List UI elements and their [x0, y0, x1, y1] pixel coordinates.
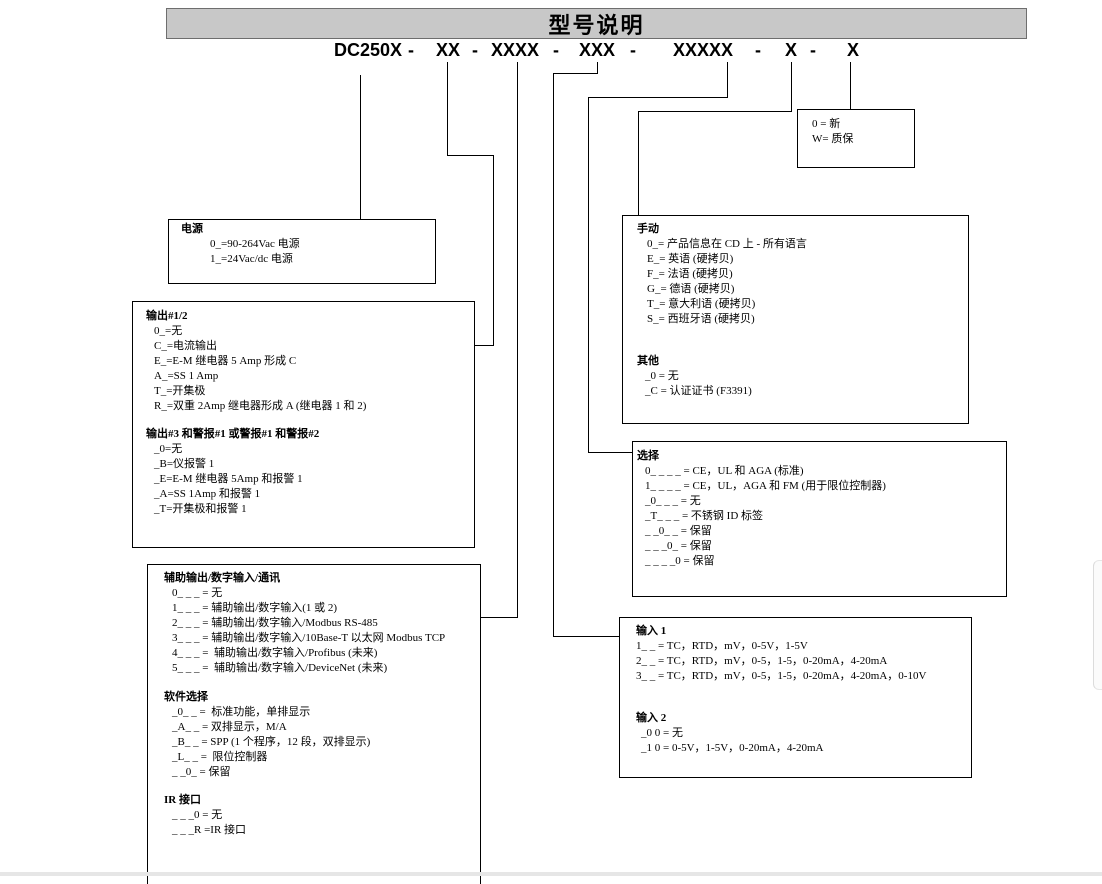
manual-heading: 手动 [637, 223, 659, 235]
software-option: _L_ _ = 限位控制器 [172, 751, 268, 763]
connector-manual [638, 62, 792, 215]
power-box: 电源 0_=90-264Vac 电源 1_=24Vac/dc 电源 [168, 219, 436, 284]
page-bottom-edge [0, 872, 1102, 876]
aux-option: 3_ _ _ = 辅助输出/数字输入/10Base-T 以太网 Modbus T… [172, 632, 446, 644]
options-heading: 选择 [637, 450, 659, 462]
power-option: 0_=90-264Vac 电源 [210, 238, 300, 250]
options-option: _ _ _ _0 = 保留 [645, 555, 715, 567]
model-code-prefix: DC250X [334, 40, 403, 60]
output3-alarm-option: _T=开集极和报警 1 [154, 503, 247, 515]
model-code-segment-outputs: XX [436, 40, 461, 60]
aux-option: 4_ _ _ = 辅助输出/数字输入/Profibus (未来) [172, 647, 378, 659]
power-option: 1_=24Vac/dc 电源 [210, 253, 293, 265]
aux-heading: 辅助输出/数字输入/通讯 [164, 572, 281, 584]
condition-option: 0 = 新 [812, 118, 841, 130]
input2-option: _1 0 = 0-5V，1-5V，0-20mA，4-20mA [641, 742, 824, 754]
output3-alarm-option: _B=仪报警 1 [154, 458, 215, 470]
options-option: _ _ _0_ = 保留 [645, 540, 712, 552]
aux-option: 2_ _ _ = 辅助输出/数字输入/Modbus RS-485 [172, 617, 378, 629]
inputs-box: 输入 1 1_ _ = TC，RTD，mV，0-5V，1-5V 2_ _ = T… [619, 617, 972, 778]
output3-alarm-option: _A=SS 1Amp 和报警 1 [154, 488, 261, 500]
model-code-separator: - [630, 40, 636, 60]
options-option: 1_ _ _ _ = CE，UL，AGA 和 FM (用于限位控制器) [645, 480, 886, 492]
options-option: _T_ _ _ = 不锈钢 ID 标签 [645, 510, 764, 522]
model-code-separator: - [472, 40, 478, 60]
output3-alarm-option: _0=无 [154, 443, 183, 455]
aux-box: 辅助输出/数字输入/通讯 0_ _ _ = 无 1_ _ _ = 辅助输出/数字… [147, 564, 481, 884]
software-heading: 软件选择 [164, 691, 208, 703]
model-code-segment-aux: XXXX [491, 40, 540, 60]
ir-heading: IR 接口 [164, 794, 201, 806]
outputs-option: 0_=无 [154, 325, 183, 337]
model-code-segment-manual: X [785, 40, 798, 60]
manual-option: F_= 法语 (硬拷贝) [647, 268, 733, 280]
page-title: 型号说明 [166, 8, 1027, 39]
aux-option: 0_ _ _ = 无 [172, 587, 223, 599]
model-code-separator: - [755, 40, 761, 60]
manual-option: E_= 英语 (硬拷贝) [647, 253, 734, 265]
options-option: 0_ _ _ _ = CE，UL 和 AGA (标准) [645, 465, 804, 477]
input1-heading: 输入 1 [636, 625, 667, 637]
software-option: _ _0_ = 保留 [172, 766, 231, 778]
page-edge-shadow [1093, 560, 1102, 690]
output3-alarm-option: _E=E-M 继电器 5Amp 和报警 1 [154, 473, 303, 485]
outputs-option: C_=电流输出 [154, 340, 218, 352]
model-code-segment-inputs: XXX [579, 40, 616, 60]
outputs-option: T_=开集极 [154, 385, 206, 397]
input1-option: 2_ _ = TC，RTD，mV，0-5，1-5，0-20mA，4-20mA [636, 655, 888, 667]
software-option: _B_ _ = SPP (1 个程序，12 段，双排显示) [172, 736, 371, 748]
options-box: 选择 0_ _ _ _ = CE，UL 和 AGA (标准) 1_ _ _ _ … [632, 441, 1007, 597]
connector-outputs [447, 62, 494, 346]
ir-option: _ _ _R =IR 接口 [172, 824, 247, 836]
other-option: _0 = 无 [645, 370, 679, 382]
condition-box: 0 = 新 W= 质保 [797, 109, 915, 168]
input2-option: _0 0 = 无 [641, 727, 683, 739]
power-heading: 电源 [181, 223, 203, 235]
model-code-separator: - [408, 40, 414, 60]
other-option: _C = 认证证书 (F3391) [645, 385, 752, 397]
options-option: _ _0_ _ = 保留 [645, 525, 712, 537]
model-code-separator: - [553, 40, 559, 60]
input1-option: 3_ _ = TC，RTD，mV，0-5，1-5，0-20mA，4-20mA，0… [636, 670, 927, 682]
manual-option: S_= 西班牙语 (硬拷贝) [647, 313, 755, 325]
outputs-box: 输出#1/2 0_=无 C_=电流输出 E_=E-M 继电器 5 Amp 形成 … [132, 301, 475, 548]
outputs-option: R_=双重 2Amp 继电器形成 A (继电器 1 和 2) [154, 400, 367, 412]
model-code-segment-options: XXXXX [673, 40, 734, 60]
outputs-option: E_=E-M 继电器 5 Amp 形成 C [154, 355, 297, 367]
connector-aux [481, 62, 518, 618]
aux-option: 5_ _ _ = 辅助输出/数字输入/DeviceNet (未来) [172, 662, 388, 674]
other-heading: 其他 [637, 355, 659, 367]
manual-box: 手动 0_= 产品信息在 CD 上 - 所有语言 E_= 英语 (硬拷贝) F_… [622, 215, 969, 424]
software-option: _A_ _ = 双排显示，M/A [172, 721, 287, 733]
outputs-heading: 输出#1/2 [146, 310, 188, 322]
manual-option: G_= 德语 (硬拷贝) [647, 283, 735, 295]
options-option: _0_ _ _ = 无 [645, 495, 701, 507]
ir-option: _ _ _0 = 无 [172, 809, 223, 821]
manual-option: T_= 意大利语 (硬拷贝) [647, 298, 756, 310]
condition-option: W= 质保 [812, 133, 854, 145]
software-option: _0_ _ = 标准功能，单排显示 [172, 706, 311, 718]
input1-option: 1_ _ = TC，RTD，mV，0-5V，1-5V [636, 640, 808, 652]
output3-alarm-heading: 输出#3 和警报#1 或警报#1 和警报#2 [146, 428, 320, 440]
model-code-segment-condition: X [847, 40, 860, 60]
connector-options [588, 62, 728, 453]
outputs-option: A_=SS 1 Amp [154, 370, 219, 382]
aux-option: 1_ _ _ = 辅助输出/数字输入(1 或 2) [172, 602, 338, 614]
model-code-separator: - [810, 40, 816, 60]
connector-inputs [553, 62, 619, 637]
manual-option: 0_= 产品信息在 CD 上 - 所有语言 [647, 238, 807, 250]
input2-heading: 输入 2 [636, 712, 667, 724]
